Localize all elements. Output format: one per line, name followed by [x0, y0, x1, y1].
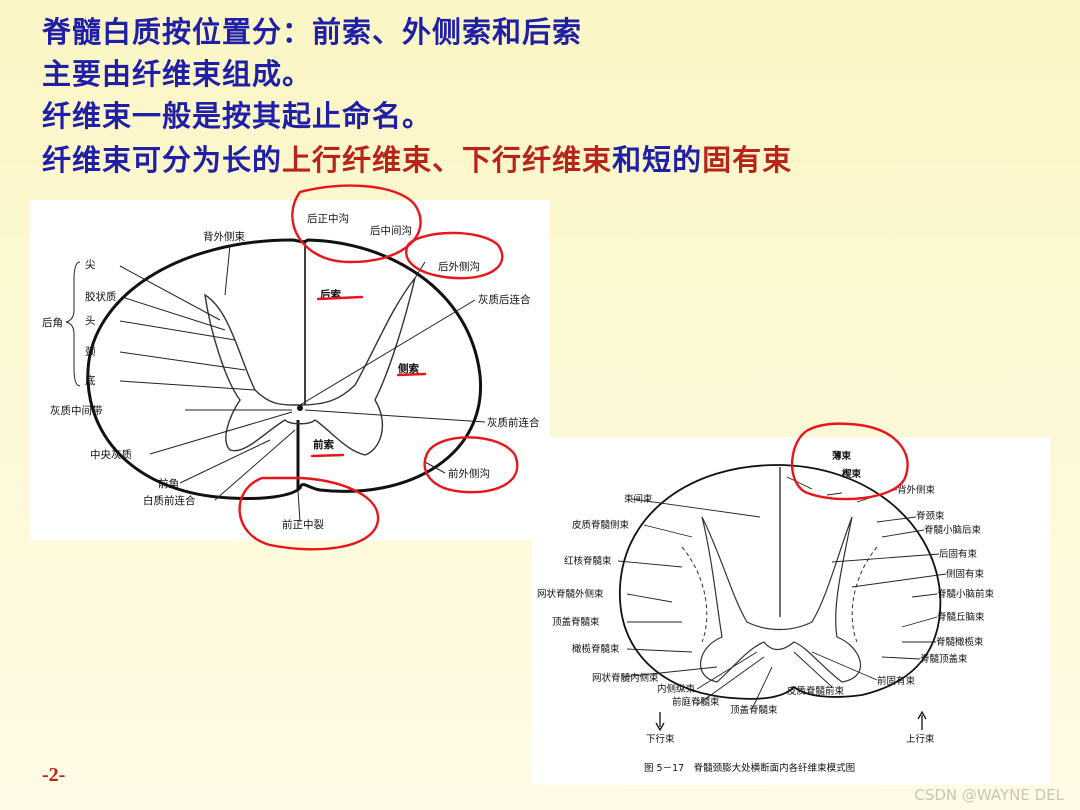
page-number: -2-	[42, 764, 65, 787]
label-anterior-spinocerebellar: 脊髓小脑前束	[937, 588, 995, 600]
label-vestibulospinal: 前庭脊髓束	[672, 696, 720, 708]
heading-line-4-e: 和短的	[612, 143, 702, 177]
figure-1-drawing: 后正中沟 后中间沟 背外侧束 后外侧沟 尖 胶状质 后角 头 颈 底 灰质后连合…	[30, 200, 550, 540]
label-fasciculus-gracilis: 薄束	[831, 450, 852, 462]
label-anterior-funiculus: 前索	[313, 438, 334, 451]
figure-tracts-diagram: 薄束 楔束 背外侧束 脊颈束 脊髓小脑后束 后固有束 侧固有束 脊髓小脑前束 脊…	[532, 437, 1050, 785]
label-ascending: 上行束	[906, 733, 935, 745]
label-tectospinal: 顶盖脊髓束	[730, 704, 778, 716]
label-posterior-spinocerebellar: 脊髓小脑后束	[924, 524, 982, 536]
ascending-tracts-term: 上行纤维束	[282, 143, 432, 177]
label-neck: 颈	[85, 346, 96, 358]
label-central-gray: 中央灰质	[90, 448, 132, 461]
label-posterior-median-sulcus: 后正中沟	[307, 212, 349, 225]
label-dorsolateral-fasciculus-2: 背外侧束	[897, 484, 936, 496]
label-base: 底	[85, 374, 96, 387]
label-spinothalamic-tract: 脊髓丘脑束	[937, 611, 985, 623]
label-posterior-funiculus: 后索	[320, 288, 341, 301]
posterior-horn-brace	[66, 262, 80, 386]
label-spinocervical-tract: 脊颈束	[916, 510, 945, 522]
label-fasciculus-cuneatus: 楔束	[842, 468, 862, 480]
label-anterolateral-sulcus: 前外侧沟	[448, 467, 490, 480]
central-canal	[297, 405, 303, 411]
label-anterior-white-commissure: 白质前连合	[143, 494, 196, 507]
heading-line-4-a: 纤维束可分为长的	[42, 143, 282, 177]
label-posterior-horn: 后角	[42, 317, 63, 329]
label-spino-olivary: 脊髓橄榄束	[936, 636, 984, 648]
label-posterior-intermediate-sulcus: 后中间沟	[370, 224, 412, 237]
label-posterior-proper: 后固有束	[939, 548, 978, 560]
heading-line-4-sep: 、	[432, 143, 462, 177]
label-interfascicular: 束间束	[624, 493, 653, 505]
label-posterior-gray-commissure: 灰质后连合	[478, 293, 531, 306]
cord-outline	[88, 240, 481, 499]
label-posterolateral-sulcus: 后外侧沟	[438, 260, 480, 273]
label-anterior-corticospinal: 皮质脊髓前束	[787, 685, 845, 697]
descending-arrow-icon	[656, 712, 664, 730]
label-lateral-corticospinal: 皮质脊髓侧束	[572, 519, 630, 531]
label-spinotectal: 脊髓顶盖束	[920, 653, 968, 665]
label-anterior-gray-commissure: 灰质前连合	[487, 416, 540, 429]
label-lateral-funiculus: 侧索	[398, 362, 419, 375]
label-descending: 下行束	[646, 733, 675, 745]
label-substantia-gelatinosa: 胶状质	[85, 290, 117, 303]
label-anterior-proper: 前固有束	[877, 675, 916, 687]
label-head: 头	[85, 315, 96, 327]
label-olivospinal: 橄榄脊髓束	[572, 643, 620, 655]
label-intermediate-zone: 灰质中间带	[50, 404, 103, 417]
descending-tracts-term: 下行纤维束	[462, 143, 612, 177]
label-rubrospinal: 红核脊髓束	[564, 555, 612, 567]
label-anterior-median-fissure: 前正中裂	[282, 518, 324, 531]
heading-line-3: 纤维束一般是按其起止命名。	[42, 96, 432, 136]
label-apex: 尖	[85, 258, 96, 271]
label-lateral-proper: 侧固有束	[946, 568, 985, 580]
heading-line-2: 主要由纤维束组成。	[42, 54, 312, 94]
label-lateral-reticulospinal: 网状脊髓外侧束	[537, 588, 604, 600]
figure-2-drawing: 薄束 楔束 背外侧束 脊颈束 脊髓小脑后束 后固有束 侧固有束 脊髓小脑前束 脊…	[532, 437, 1050, 785]
figure-spinal-cord-section: 后正中沟 后中间沟 背外侧束 后外侧沟 尖 胶状质 后角 头 颈 底 灰质后连合…	[30, 200, 550, 540]
label-dorsolateral-fasciculus: 背外侧束	[203, 230, 245, 243]
label-medial-longitudinal: 内侧纵束	[657, 683, 696, 695]
watermark: CSDN @WAYNE DEL	[914, 786, 1064, 804]
ascending-arrow-icon	[918, 712, 926, 730]
proper-fasciculi-term: 固有束	[702, 143, 792, 177]
label-tectospinal-left: 顶盖脊髓束	[552, 616, 600, 628]
label-medial-reticulospinal: 网状脊髓内侧束	[592, 672, 659, 684]
heading-line-1: 脊髓白质按位置分：前索、外侧索和后索	[42, 12, 582, 52]
label-anterior-horn: 前角	[158, 477, 179, 490]
heading-line-4: 纤维束可分为长的上行纤维束、下行纤维束和短的固有束	[42, 140, 792, 180]
figure-2-caption: 图 5－17 脊髓颈膨大处横断面内各纤维束模式图	[644, 762, 855, 774]
